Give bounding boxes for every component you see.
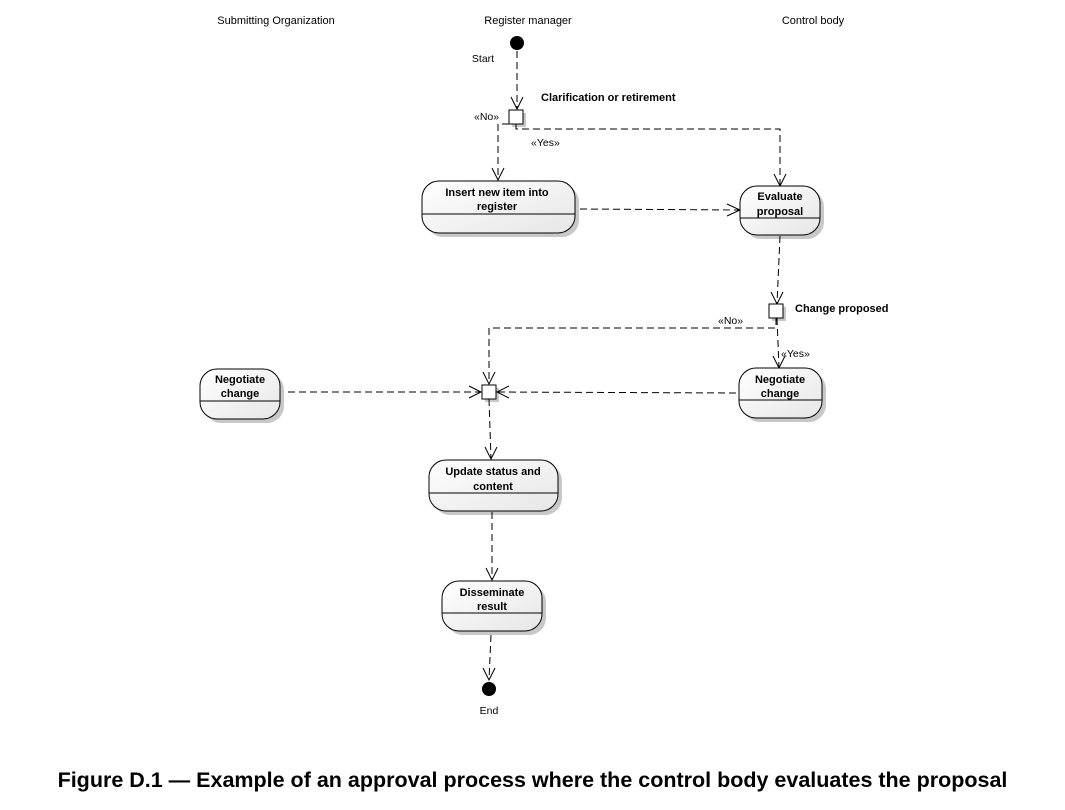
start-label: Start (472, 53, 494, 65)
approval-process-diagram: Submitting Organization Register manager… (199, 15, 889, 717)
guard-clarification-no: «No» (474, 111, 499, 123)
action-negotiate-change-submitter-line1: Negotiate (215, 374, 265, 386)
action-negotiate-change-control-line2: change (761, 388, 800, 400)
action-update-status-line1: Update status and (445, 466, 540, 478)
arrowhead (468, 385, 483, 399)
action-evaluate-proposal-line1: Evaluate (757, 191, 802, 203)
flow-change-no (488, 318, 777, 384)
arrowhead (495, 385, 510, 399)
arrowhead (482, 371, 496, 386)
decision-change-proposed-label: Change proposed (795, 303, 889, 315)
guard-change-no: «No» (718, 315, 743, 327)
action-disseminate-result (441, 580, 543, 632)
guard-change-yes: «Yes» (781, 348, 810, 360)
lane-control-body: Control body (782, 15, 845, 27)
arrowhead (484, 446, 498, 461)
action-negotiate-change-control (738, 367, 823, 419)
merge-node (481, 384, 497, 400)
decision-change-proposed (768, 303, 784, 319)
arrowhead (510, 96, 524, 111)
action-evaluate-proposal (739, 185, 821, 236)
action-negotiate-change-submitter-line2: change (221, 388, 260, 400)
flow-clarification-no (497, 123, 509, 180)
lane-submitting-organization: Submitting Organization (217, 15, 334, 27)
arrowhead (482, 667, 496, 682)
decision-clarification (508, 109, 524, 125)
flow-disseminate-to-end (488, 634, 492, 681)
action-disseminate-result-line2: result (477, 601, 507, 613)
flow-insert-to-evaluate (579, 208, 741, 211)
action-evaluate-proposal-line2: proposal (757, 206, 803, 218)
action-negotiate-change-submitter (199, 368, 281, 420)
arrowhead (485, 567, 499, 582)
action-negotiate-change-control-line1: Negotiate (755, 374, 805, 386)
flow-clarification-yes (515, 124, 781, 186)
lane-register-manager: Register manager (484, 15, 572, 27)
action-insert-new-item (421, 180, 576, 234)
guard-clarification-yes: «Yes» (531, 137, 560, 149)
decision-clarification-label: Clarification or retirement (541, 92, 676, 104)
action-disseminate-result-line1: Disseminate (460, 587, 525, 599)
action-update-status (428, 459, 559, 512)
end-node (482, 682, 496, 696)
action-update-status-line2: content (473, 481, 513, 493)
action-insert-new-item-line1: Insert new item into (445, 187, 549, 199)
flow-merge-to-update (488, 398, 492, 460)
figure-caption: Figure D.1 — Example of an approval proc… (57, 768, 1008, 792)
flow-change-yes (776, 317, 780, 369)
start-node (510, 36, 524, 50)
flow-negotiate-control-to-merge (496, 391, 737, 394)
action-insert-new-item-line2: register (477, 201, 518, 213)
arrowhead (491, 167, 505, 182)
end-label: End (480, 705, 499, 717)
flow-evaluate-to-change-proposed (776, 235, 781, 305)
